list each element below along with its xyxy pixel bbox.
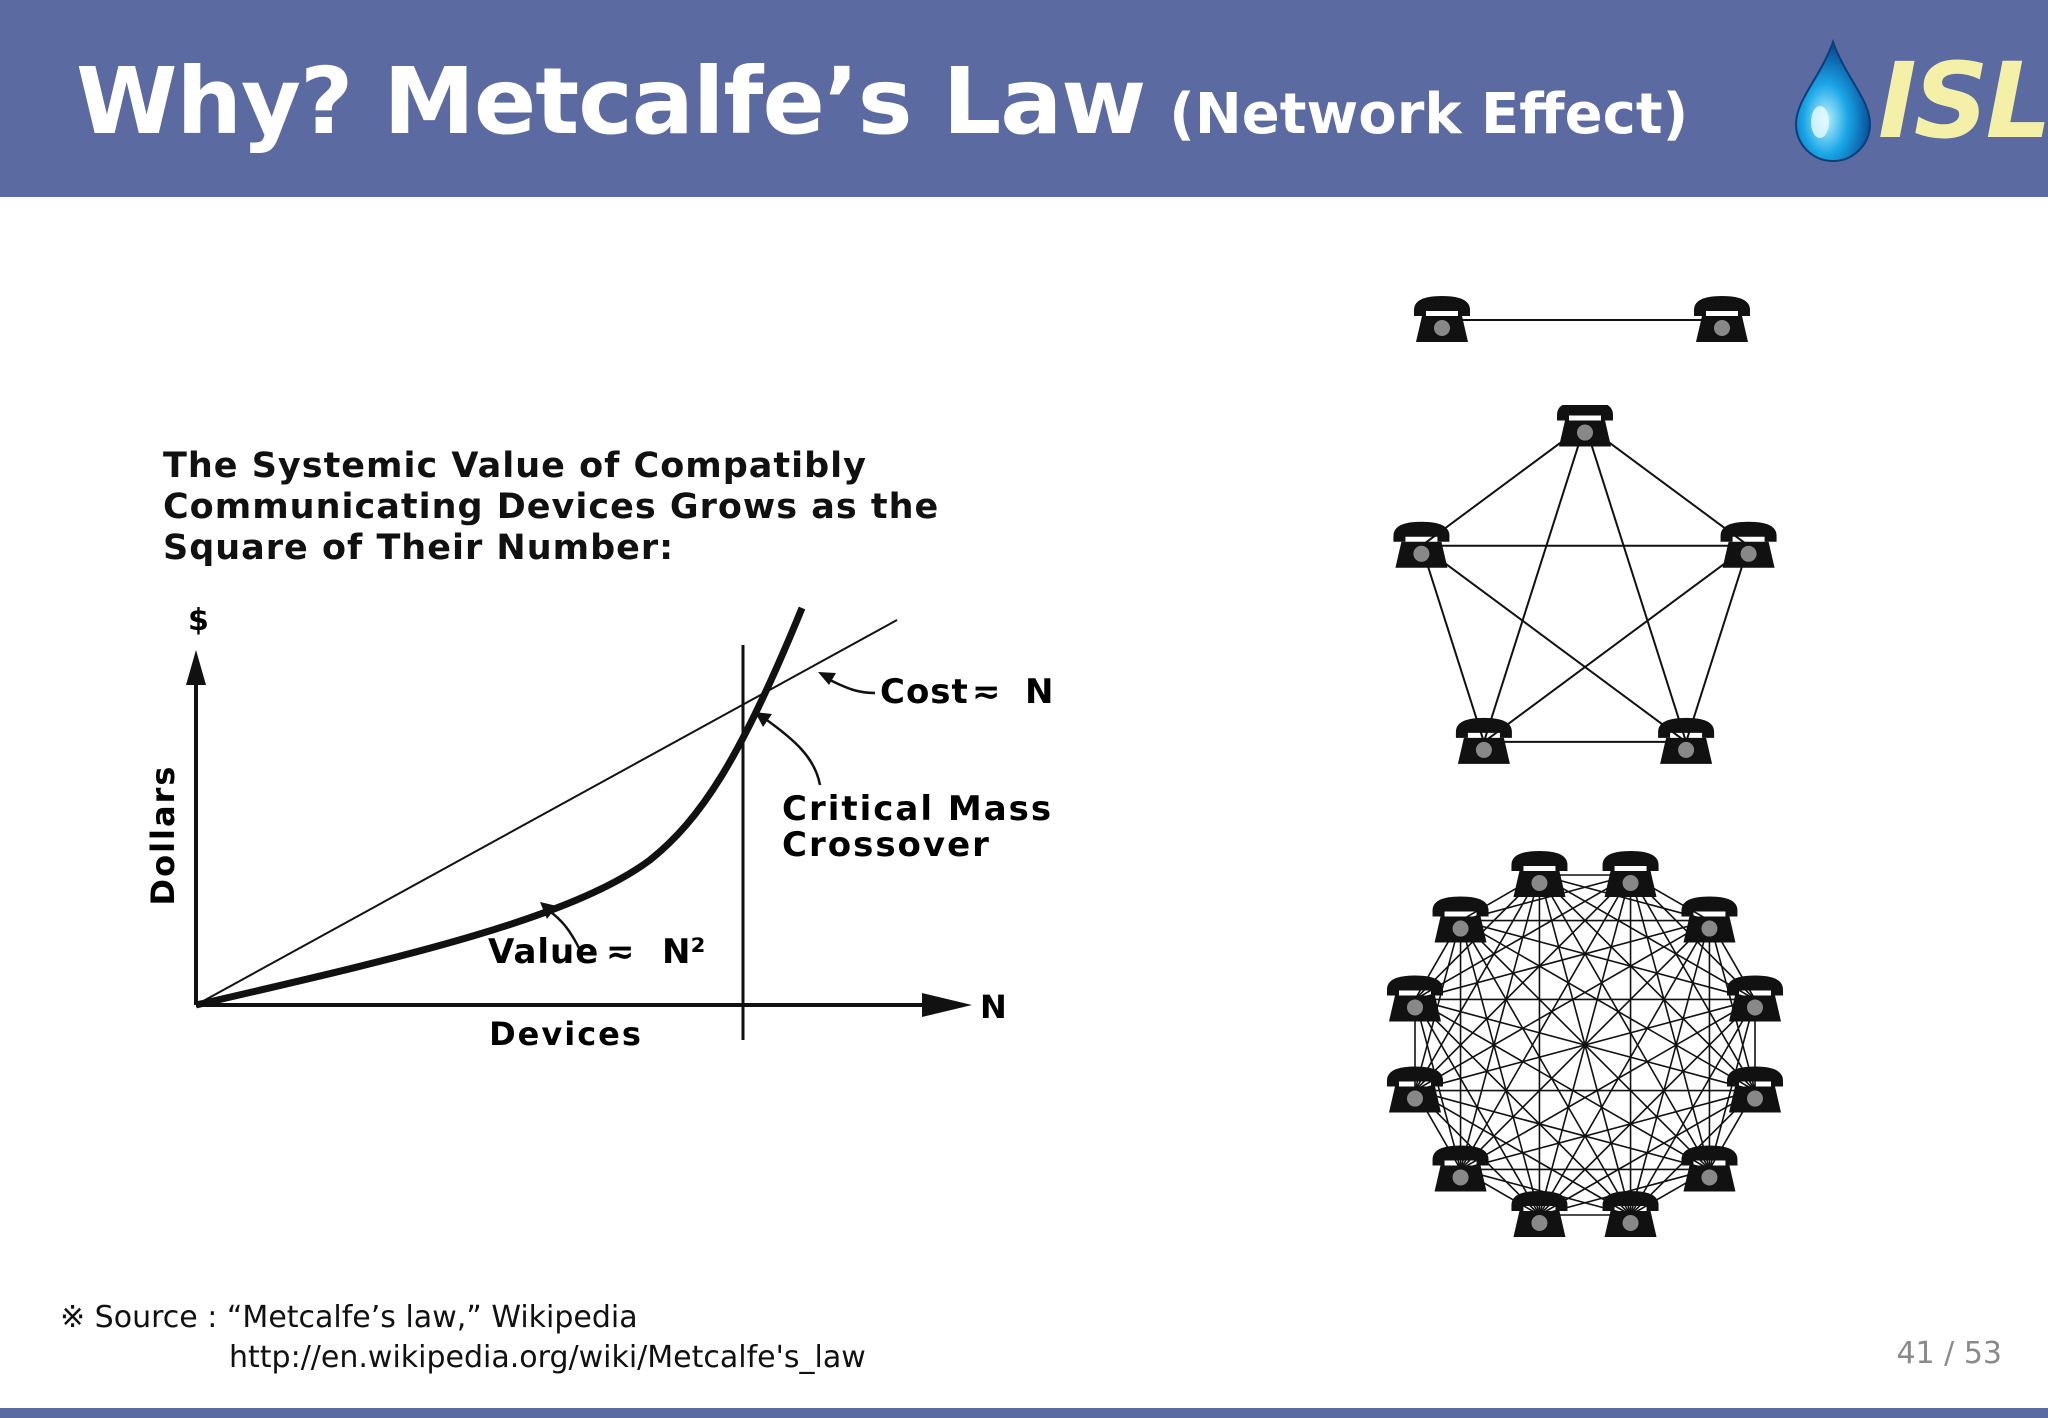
connection-line	[1459, 874, 1632, 1170]
telephone-icon	[1455, 717, 1512, 764]
cost-label: Cost	[880, 672, 969, 712]
crossover-arrow	[763, 716, 822, 786]
connection-line	[1460, 919, 1756, 1092]
cost-arrow	[829, 678, 876, 695]
value-relation: N²	[662, 932, 705, 972]
crossover-label-1: Critical Mass	[782, 789, 1053, 829]
telephone-icon	[1602, 1191, 1659, 1238]
y-axis-arrow	[186, 650, 206, 685]
telephone-icon	[1658, 717, 1715, 764]
telephone-icon	[1393, 521, 1450, 568]
connection-line	[1414, 998, 1632, 1216]
connection-line	[1414, 999, 1541, 1216]
telephone-icon	[1557, 405, 1613, 447]
telephone-icon	[1727, 975, 1784, 1022]
telephone-icon	[1602, 850, 1659, 897]
connection-line	[1459, 920, 1541, 1216]
x-axis-arrow	[922, 993, 972, 1017]
telephone-icon	[1432, 896, 1489, 943]
connection-line	[1460, 1089, 1756, 1171]
network-12-nodes	[1386, 850, 1784, 1238]
connection-line	[1584, 424, 1688, 743]
connection-line	[1538, 874, 1711, 1170]
connection-line	[1414, 998, 1710, 1171]
telephone-icon	[1694, 296, 1750, 342]
logo-text: ISL	[1878, 40, 2048, 162]
connection-line	[1414, 920, 1462, 1091]
telephone-icon	[1720, 521, 1777, 568]
y-axis-end-label: $	[188, 603, 209, 638]
value-label: Value	[488, 932, 599, 972]
connection-line	[1460, 874, 1631, 922]
connection-line	[1584, 423, 1750, 547]
value-approx-symbol: ≂	[606, 932, 635, 972]
source-citation: ※ Source : “Metcalfe’s law,” Wikipedia	[60, 1300, 638, 1335]
telephone-icon	[1432, 1145, 1489, 1192]
crossover-label-2: Crossover	[782, 825, 991, 865]
telephone-icon	[1386, 975, 1443, 1022]
connection-line	[1420, 423, 1586, 547]
connection-line	[1459, 920, 1632, 1216]
telephone-icon	[1511, 850, 1568, 897]
page-number: 41 / 53	[1896, 1336, 2002, 1371]
connection-line	[1459, 919, 1711, 1171]
connection-line	[1414, 1089, 1710, 1171]
water-drop-icon	[1794, 39, 1872, 162]
connection-line	[1538, 920, 1711, 1216]
connection-line	[1483, 544, 1750, 743]
telephone-icon	[1681, 1145, 1738, 1192]
connection-line	[1685, 545, 1750, 743]
telephone-icon	[1414, 296, 1470, 342]
source-url: http://en.wikipedia.org/wiki/Metcalfe's_…	[229, 1340, 866, 1375]
network-5-nodes	[1393, 405, 1777, 764]
telephone-icon	[1681, 896, 1738, 943]
title-subtitle: (Network Effect)	[1169, 82, 1689, 147]
connection-line	[1420, 545, 1485, 743]
isl-logo: ISL	[1790, 38, 2048, 168]
x-axis-label: Devices	[489, 1015, 643, 1053]
network-2-nodes	[1414, 296, 1750, 342]
bottom-bar	[0, 1408, 2048, 1418]
cost-line	[195, 619, 898, 1006]
connection-line	[1460, 998, 1756, 1171]
x-axis-end-label: N	[980, 988, 1007, 1026]
connection-line	[1414, 919, 1710, 1092]
slide-title: Why? Metcalfe’s Law (Network Effect)	[76, 48, 1688, 155]
slide-header: Why? Metcalfe’s Law (Network Effect) ISL	[0, 0, 2048, 197]
telephone-icon	[1511, 1191, 1568, 1238]
telephone-icon	[1386, 1066, 1443, 1113]
cost-relation: N	[1025, 672, 1053, 712]
telephone-icon	[1727, 1066, 1784, 1113]
metcalfe-chart: $ Dollars N Devices Cost ≂ N Value ≂ N² …	[144, 603, 1053, 1053]
title-main: Why? Metcalfe’s Law	[76, 48, 1146, 155]
chart-title: The Systemic Value of Compatibly Communi…	[163, 446, 940, 568]
value-curve	[195, 606, 806, 1009]
connection-line	[1420, 544, 1687, 743]
y-axis-label: Dollars	[144, 765, 182, 906]
connection-line	[1482, 424, 1586, 743]
connection-line	[1460, 919, 1756, 1001]
connection-line	[1414, 919, 1710, 1001]
cost-approx-symbol: ≂	[972, 672, 1001, 712]
